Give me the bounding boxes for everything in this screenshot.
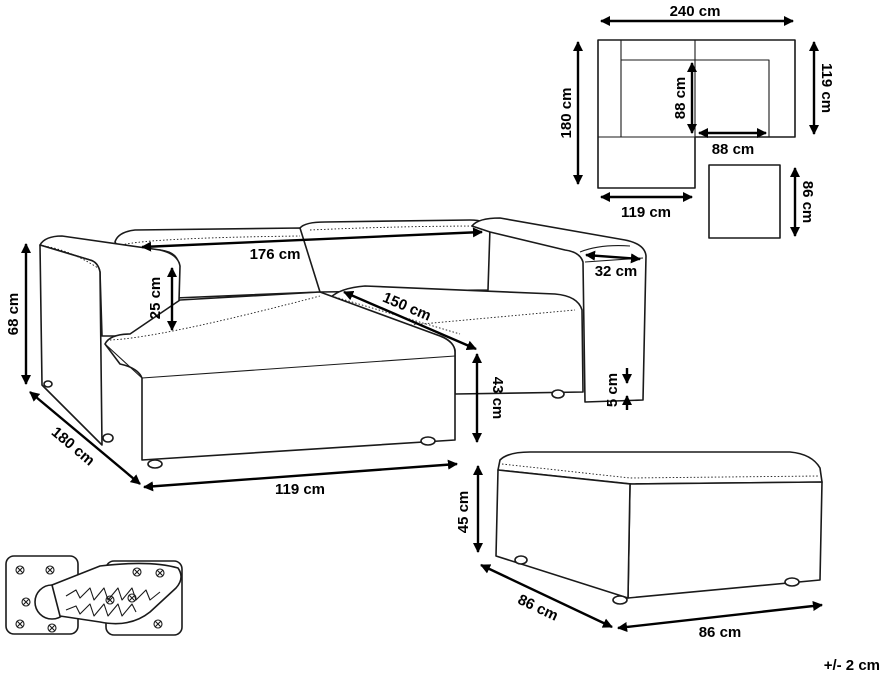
leg-height-label: 5 cm <box>604 373 621 407</box>
arm-width-label: 32 cm <box>595 263 638 280</box>
total-height-label: 68 cm <box>5 293 22 336</box>
back-width-line <box>140 227 484 252</box>
sofa-left-arm-side <box>39 244 103 446</box>
plan-ottoman-outline <box>708 164 781 239</box>
ottoman-foot <box>612 595 628 605</box>
seat-height-label: 43 cm <box>489 377 506 420</box>
sofa-back-right <box>299 219 491 293</box>
chaise-width-line <box>142 459 459 492</box>
sofa-foot <box>551 389 565 399</box>
ottoman-width-label: 86 cm <box>699 624 742 641</box>
ottoman-height-label: 45 cm <box>455 491 472 534</box>
arm-height-label: 25 cm <box>147 277 164 320</box>
ottoman-foot <box>784 577 800 587</box>
plan-inner-seat <box>598 40 770 138</box>
ottoman-width-line <box>616 601 824 632</box>
plan-total-width-label: 240 cm <box>670 3 721 20</box>
arm-width-line <box>584 250 642 264</box>
plan-inner-depth-label: 88 cm <box>672 77 689 120</box>
sofa-foot <box>147 459 163 469</box>
plan-chaise-depth-label: 180 cm <box>558 88 575 139</box>
sofa-foot <box>43 380 53 388</box>
ottoman-drawing: 45 cm 86 cm 86 cm <box>455 451 824 641</box>
back-width-label: 176 cm <box>250 246 301 263</box>
connector-clip-icon <box>5 555 183 636</box>
sofa-right-arm <box>471 217 647 403</box>
plan-arm-depth-label: 119 cm <box>818 63 835 113</box>
ottoman-depth-label: 86 cm <box>515 591 561 624</box>
sofa-foot <box>102 433 114 443</box>
plan-view: 240 cm 180 cm 119 cm 88 cm 88 cm 119 cm … <box>558 3 835 239</box>
ottoman-depth-line <box>480 563 613 629</box>
ottoman-top <box>497 451 823 485</box>
sofa-foot <box>420 436 436 446</box>
plan-chaise-width-label: 119 cm <box>621 204 671 221</box>
plan-ottoman-depth-label: 86 cm <box>799 181 816 224</box>
ottoman-foot <box>514 555 528 565</box>
tolerance-note: +/- 2 cm <box>824 657 880 674</box>
chaise-width-label: 119 cm <box>275 481 325 498</box>
chaise-length-line <box>29 391 141 485</box>
seat-depth-line <box>343 290 477 351</box>
ottoman-side <box>495 469 631 599</box>
plan-inner-width-label: 88 cm <box>712 141 755 158</box>
